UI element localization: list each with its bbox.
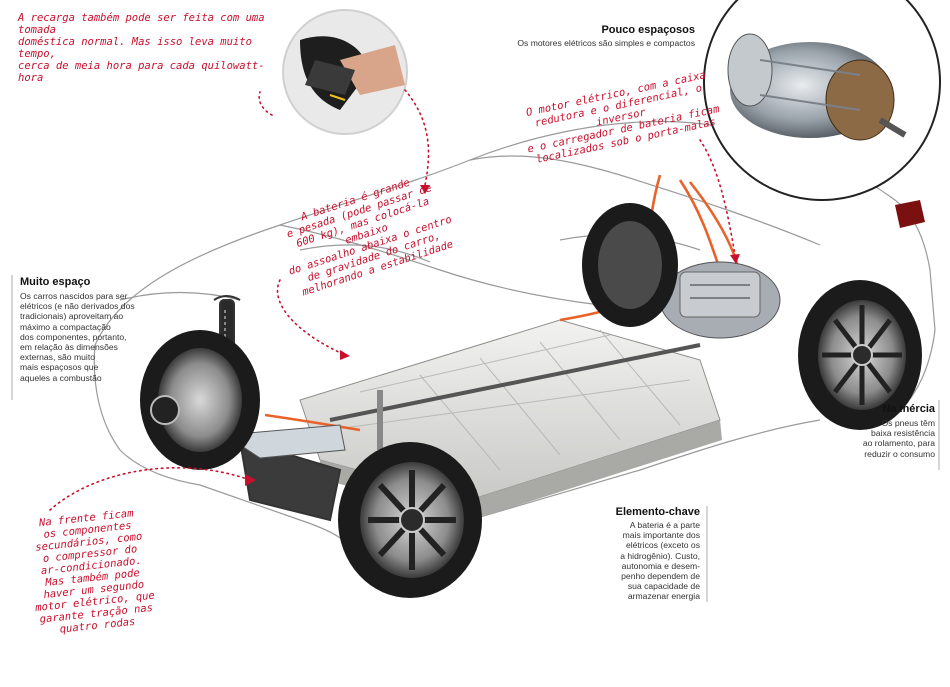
rear-motor-unit [659, 261, 781, 339]
muito-title: Muito espaço [20, 276, 91, 288]
inercia-text: Os pneus têm baixa resistência ao rolame… [862, 418, 935, 459]
tail-light [895, 200, 925, 228]
sidebar-rules [11, 275, 940, 602]
elemento-title: Elemento-chave [615, 506, 700, 518]
inercia-title: Na inércia [882, 403, 935, 415]
pouco-title: Pouco espaçosos [601, 24, 695, 36]
elemento-text: A bateria é a parte mais importante dos … [620, 520, 700, 602]
car-body-outline [93, 120, 936, 561]
wheel-rear-left [582, 203, 678, 327]
annotation-arrowheads [245, 185, 740, 486]
motor-inset [703, 0, 941, 201]
headlight [223, 424, 346, 459]
wheel-front-right [338, 442, 482, 598]
charging-inset [282, 9, 408, 135]
pouco-text: Os motores elétricos são simples e compa… [517, 38, 695, 48]
wheel-rear-right [798, 280, 922, 430]
muito-text: Os carros nascidos para ser elétricos (e… [20, 291, 135, 383]
note-front: Na frente ficam os componentes secundári… [34, 507, 156, 636]
wheel-front-left [140, 330, 260, 470]
note-charging: A recarga também pode ser feita com uma … [18, 12, 265, 84]
annotation-leaders [49, 89, 736, 511]
